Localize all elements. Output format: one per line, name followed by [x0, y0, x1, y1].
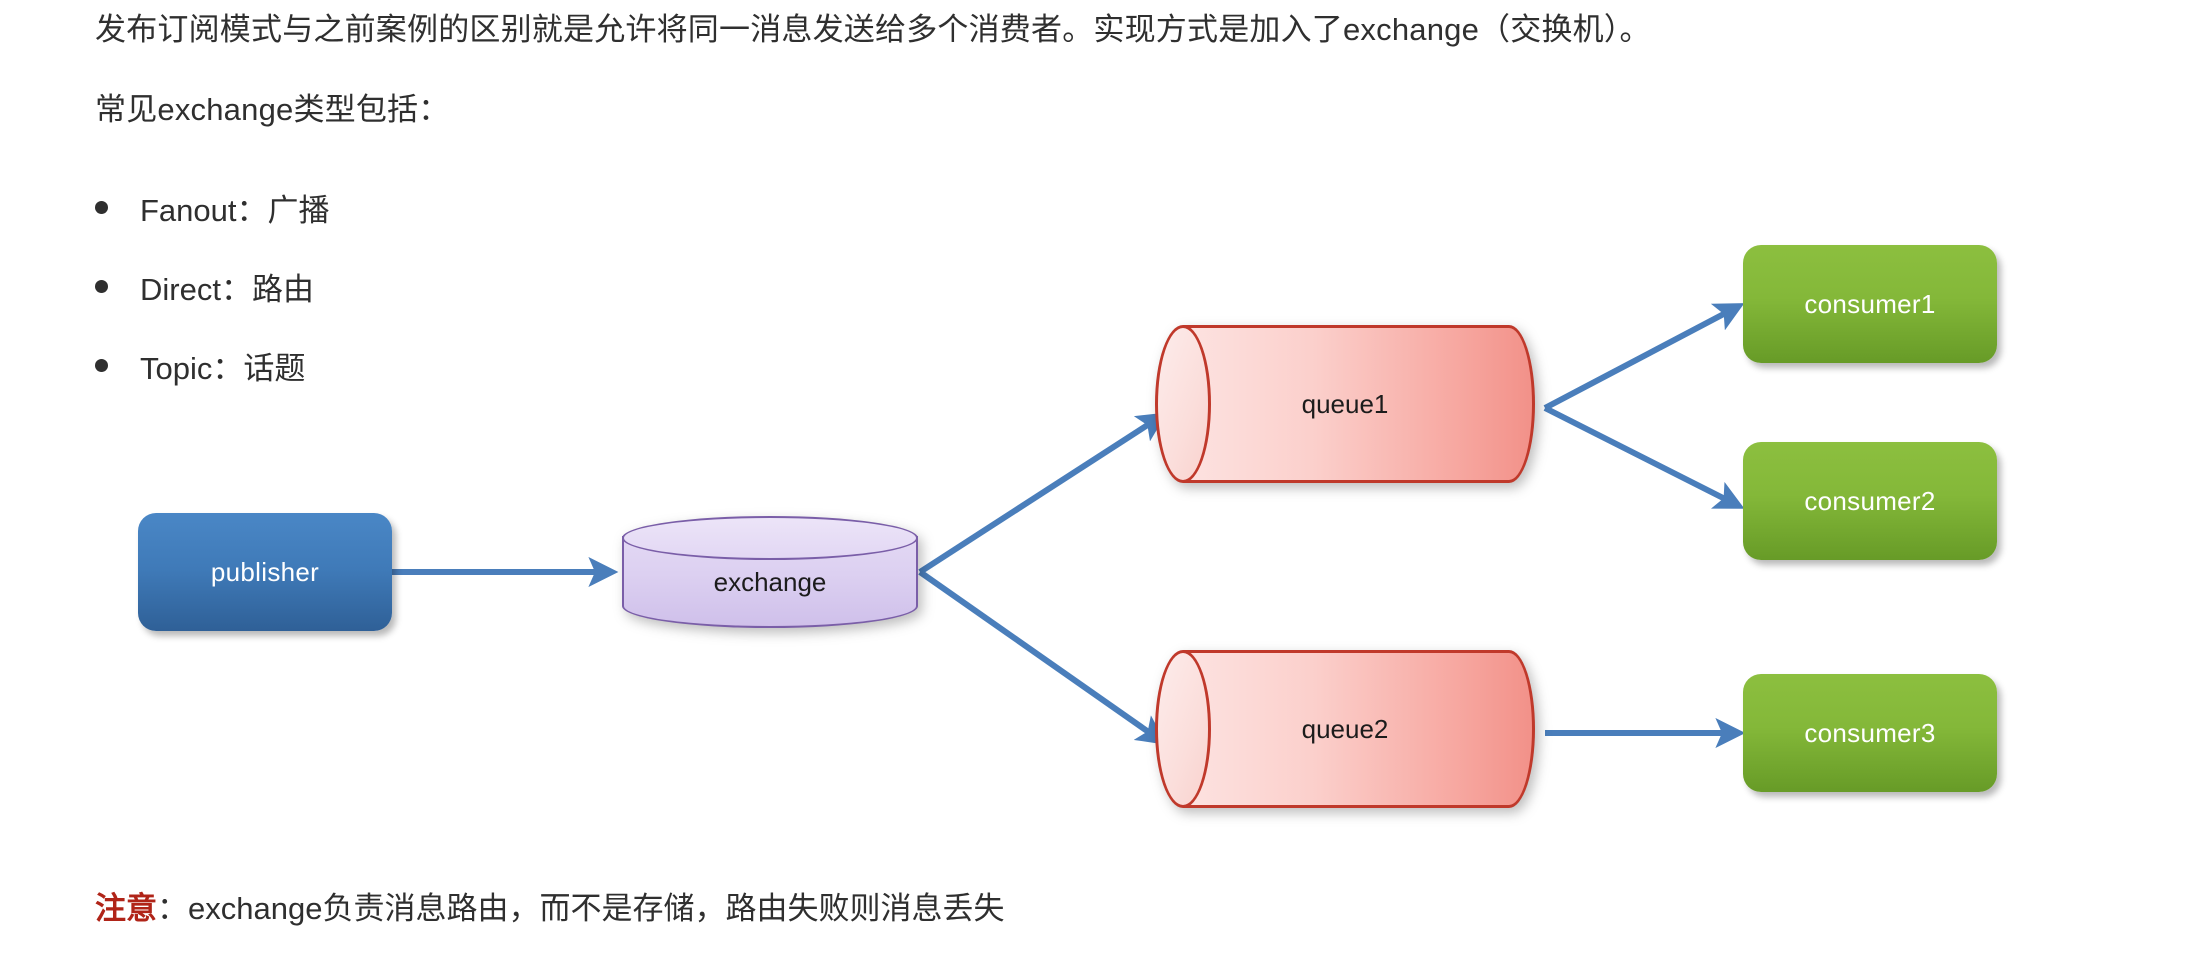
- list-item-label: Fanout：广播: [140, 193, 330, 228]
- list-item: Topic：话题: [95, 326, 330, 405]
- bullet-dot-icon: [95, 201, 108, 214]
- bullet-dot-icon: [95, 359, 108, 372]
- list-item: Fanout：广播: [95, 168, 330, 247]
- node-consumer1-label: consumer1: [1804, 288, 1936, 319]
- bullet-dot-icon: [95, 280, 108, 293]
- list-item-label: Topic：话题: [140, 351, 306, 386]
- edge-exchange-queue1: [918, 412, 1168, 575]
- edge-exchange-queue2: [918, 569, 1167, 745]
- note-paragraph: 注意：exchange负责消息路由，而不是存储，路由失败则消息丢失: [95, 883, 1004, 928]
- node-consumer2-label: consumer2: [1804, 485, 1936, 516]
- node-exchange-label: exchange: [713, 566, 827, 597]
- exchange-types-paragraph: 常见exchange类型包括：: [95, 92, 450, 127]
- exchange-cylinder-body: [622, 536, 918, 628]
- node-queue1[interactable]: queue1: [1155, 325, 1535, 483]
- intro-paragraph: 发布订阅模式与之前案例的区别就是允许将同一消息发送给多个消费者。实现方式是加入了…: [95, 12, 1651, 47]
- node-consumer2[interactable]: consumer2: [1743, 442, 1997, 560]
- node-consumer3[interactable]: consumer3: [1743, 674, 1997, 792]
- node-queue2-label: queue2: [1301, 713, 1389, 744]
- exchange-type-list: Fanout：广播 Direct：路由 Topic：话题: [95, 168, 330, 405]
- node-exchange[interactable]: exchange: [622, 516, 918, 628]
- queue2-cylinder-body: [1183, 650, 1535, 808]
- edge-queue1-consumer1: [1543, 303, 1745, 411]
- node-publisher[interactable]: publisher: [138, 513, 392, 631]
- list-item: Direct：路由: [95, 247, 330, 326]
- list-item-label: Direct：路由: [140, 272, 314, 307]
- queue2-cylinder-end: [1155, 650, 1211, 808]
- note-text: ：exchange负责消息路由，而不是存储，路由失败则消息丢失: [157, 891, 1005, 926]
- node-queue1-label: queue1: [1301, 388, 1389, 419]
- note-label: 注意: [95, 891, 157, 926]
- queue1-cylinder-end: [1155, 325, 1211, 483]
- exchange-cylinder-top: [622, 516, 918, 560]
- node-consumer1[interactable]: consumer1: [1743, 245, 1997, 363]
- node-queue2[interactable]: queue2: [1155, 650, 1535, 808]
- node-consumer3-label: consumer3: [1804, 717, 1936, 748]
- node-publisher-label: publisher: [210, 556, 320, 587]
- queue1-cylinder-body: [1183, 325, 1535, 483]
- edge-queue1-consumer2: [1543, 405, 1745, 509]
